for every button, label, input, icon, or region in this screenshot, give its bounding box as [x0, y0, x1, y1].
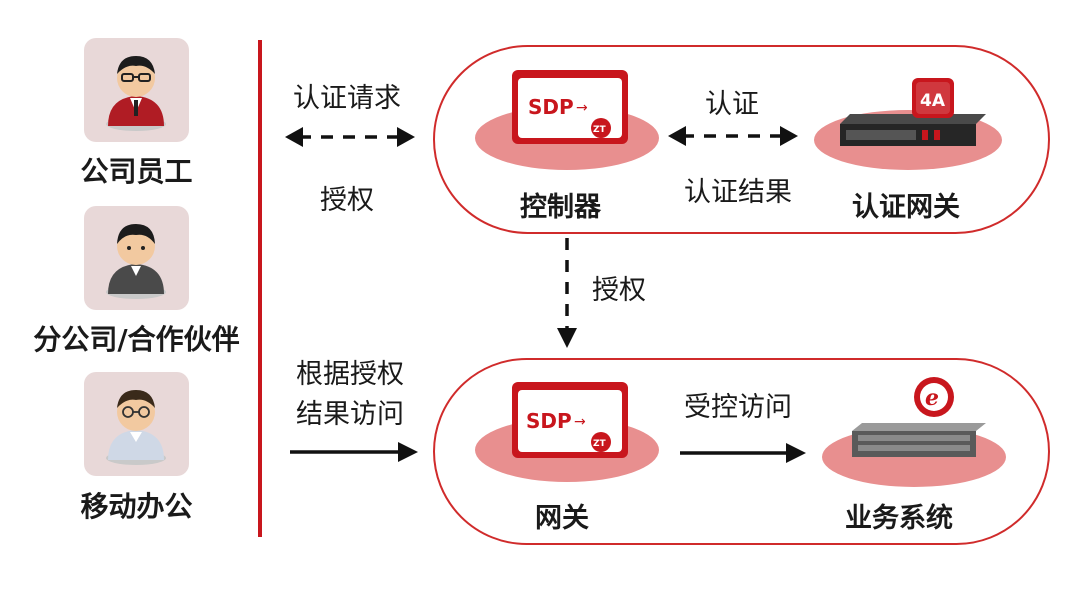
svg-text:e: e — [925, 385, 939, 411]
auth-request-label: 认证请求 — [293, 83, 401, 114]
gateway-badge-bottom: ZT — [593, 439, 607, 449]
auth-gateway-label: 认证网关 — [852, 192, 960, 223]
partner-avatar-box — [84, 206, 189, 310]
business-server-icon: e — [822, 377, 1006, 487]
controlled-access-label: 受控访问 — [684, 392, 792, 423]
auth-result-label: 认证结果 — [684, 177, 792, 208]
auth-label: 认证 — [705, 89, 759, 120]
user-label-employee: 公司员工 — [80, 155, 193, 188]
gateway-badge: 4A — [920, 91, 946, 111]
gateway-label: 网关 — [535, 503, 589, 534]
svg-text:→: → — [576, 100, 588, 116]
authorize-label-left: 授权 — [320, 185, 374, 216]
partner-icon — [106, 224, 166, 299]
controlled-access-arrow — [680, 443, 806, 463]
controller-device-text: SDP — [528, 95, 574, 119]
svg-text:→: → — [574, 414, 586, 430]
user-label-mobile: 移动办公 — [80, 490, 193, 523]
authorize-down-arrow — [557, 238, 577, 348]
vertical-divider — [258, 40, 262, 537]
gateway-device-icon: SDP → ZT — [475, 382, 659, 482]
auth-gateway-icon: 4A — [814, 78, 1002, 170]
gateway-device-text: SDP — [526, 409, 572, 433]
employee-icon — [106, 56, 166, 131]
access-label-line1: 根据授权 — [296, 359, 404, 390]
authorize-label-middle: 授权 — [592, 275, 646, 306]
business-system-label: 业务系统 — [845, 503, 953, 534]
controller-label: 控制器 — [520, 192, 601, 223]
auth-arrow — [668, 126, 798, 146]
access-label-line2: 结果访问 — [296, 399, 404, 430]
controller-device-icon: SDP → ZT — [475, 70, 659, 170]
auth-request-arrow — [285, 127, 415, 147]
access-arrow — [290, 442, 418, 462]
mobile-avatar-box — [84, 372, 189, 476]
user-label-partner: 分公司/合作伙伴 — [33, 323, 240, 356]
employee-avatar-box — [84, 38, 189, 142]
mobile-worker-icon — [106, 390, 166, 465]
controller-badge: ZT — [593, 125, 607, 135]
